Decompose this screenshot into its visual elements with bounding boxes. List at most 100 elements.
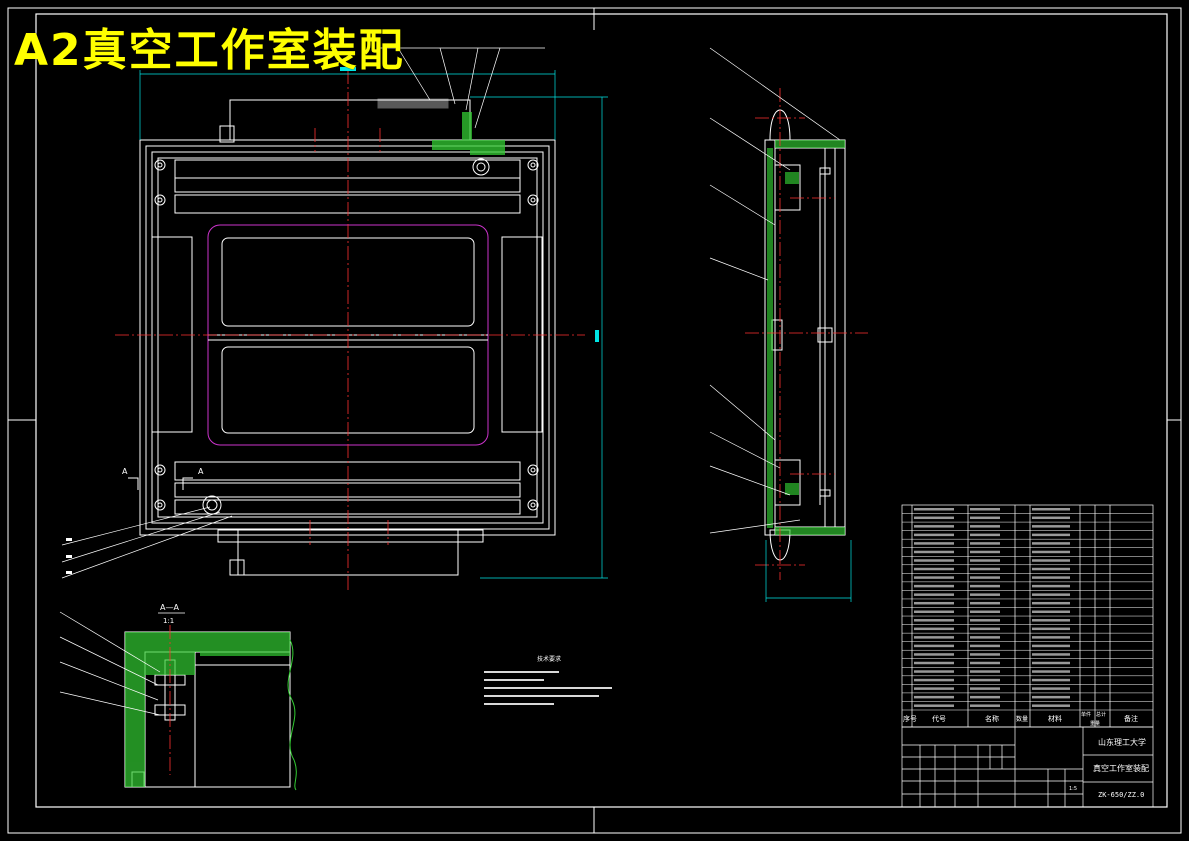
bom-cell-text xyxy=(970,567,1000,571)
bom-cell-text xyxy=(970,542,1000,545)
outer-frame xyxy=(7,7,1182,834)
bom-cell-text xyxy=(970,644,1000,648)
bom-cell-text xyxy=(914,601,954,605)
bom-cell-text xyxy=(1032,627,1070,631)
bom-header-no: 序号 xyxy=(903,714,917,723)
bom-cell-text xyxy=(1032,670,1070,673)
bom-cell-text xyxy=(970,687,1000,690)
section-aa-leaders xyxy=(59,611,161,716)
bom-header-total: 总计 xyxy=(1096,711,1106,718)
bom-cell-text xyxy=(970,508,1000,511)
bom-cell-text xyxy=(1032,678,1070,682)
bom-cell-text xyxy=(1032,704,1070,707)
front-center-lines xyxy=(115,70,585,590)
bom-cell-text xyxy=(914,687,954,690)
bom-cell-text xyxy=(914,567,954,571)
bom-cell-text xyxy=(1032,516,1070,520)
bom-header-material: 材料 xyxy=(1048,714,1062,723)
side-balloon-leaders xyxy=(709,47,841,534)
bom-cell-text xyxy=(970,670,1000,673)
side-hatch xyxy=(767,140,845,535)
centering-marks xyxy=(8,8,1181,833)
bom-cell-text xyxy=(914,627,954,631)
bom-cell-text xyxy=(970,559,1000,562)
bom-cell-text xyxy=(914,533,954,537)
bom-cell-text xyxy=(914,619,954,622)
bom-cell-text xyxy=(970,695,1000,699)
bom-cell-text xyxy=(914,670,954,673)
bom-cell-text xyxy=(970,525,1000,528)
front-view xyxy=(139,98,556,576)
bom-cell-text xyxy=(914,644,954,648)
bom-cell-text xyxy=(970,653,1000,656)
side-view xyxy=(764,109,846,561)
bom-cell-text xyxy=(1032,525,1070,528)
bom-cell-text xyxy=(1032,661,1070,665)
bom-cell-text xyxy=(914,695,954,699)
bom-cell-text xyxy=(970,636,1000,639)
bom-cell-text xyxy=(970,576,1000,579)
bom-cell-text xyxy=(914,636,954,639)
bom-cell-text xyxy=(914,610,954,613)
bom-cell-text xyxy=(1032,687,1070,690)
bom-cell-text xyxy=(1032,550,1070,554)
bom-cell-text xyxy=(1032,542,1070,545)
bom-cell-text xyxy=(1032,593,1070,596)
drawing-border xyxy=(35,13,1168,808)
bom-rows xyxy=(902,508,1153,711)
bom-cell-text xyxy=(914,593,954,596)
front-balloon-tags xyxy=(66,538,72,574)
front-green-clamp xyxy=(432,112,505,155)
section-aa-hatch xyxy=(125,632,290,787)
bom-cell-text xyxy=(970,610,1000,613)
bom-header-remark: 备注 xyxy=(1124,714,1138,723)
section-mark-a xyxy=(128,477,193,490)
drawing-name: 真空工作室装配 xyxy=(1093,763,1149,773)
bom-cell-text xyxy=(970,601,1000,605)
bom-header-name: 名称 xyxy=(985,714,999,723)
bom-cell-text xyxy=(914,584,954,588)
bom-cell-text xyxy=(914,542,954,545)
bom-cell-text xyxy=(1032,576,1070,579)
tech-requirements-title: 技术要求 xyxy=(537,655,561,663)
bom-cell-text xyxy=(914,678,954,682)
bom-cell-text xyxy=(914,653,954,656)
bom-cell-text xyxy=(914,516,954,520)
tech-requirements-lines xyxy=(484,671,612,705)
bom-cell-text xyxy=(970,533,1000,537)
side-center-lines xyxy=(745,88,868,580)
title-block xyxy=(901,726,1154,808)
bom-cell-text xyxy=(914,559,954,562)
bom-header-weight: 重量 xyxy=(1090,720,1100,727)
bom-cell-text xyxy=(1032,567,1070,571)
section-aa-scale: 1:1 xyxy=(163,617,174,625)
bom-cell-text xyxy=(970,678,1000,682)
side-dimensions xyxy=(765,540,852,602)
bom-cell-text xyxy=(914,661,954,665)
bom-cell-text xyxy=(1032,533,1070,537)
bom-cell-text xyxy=(970,550,1000,554)
drawing-number: ZK-650/ZZ.0 xyxy=(1098,791,1144,799)
front-balloon-leaders xyxy=(61,47,545,579)
bom-cell-text xyxy=(1032,610,1070,613)
bom-cell-text xyxy=(914,508,954,511)
bom-cell-text xyxy=(914,525,954,528)
bom-cell-text xyxy=(1032,653,1070,656)
bom-cell-text xyxy=(914,550,954,554)
section-letter-right: A xyxy=(198,467,204,476)
bom-cell-text xyxy=(914,576,954,579)
bom-cell-text xyxy=(970,584,1000,588)
section-letter-left: A xyxy=(122,467,128,476)
bom-cell-text xyxy=(914,704,954,707)
bom-header-unit: 单件 xyxy=(1081,711,1091,718)
drawing-title: A2真空工作室装配 xyxy=(14,25,405,76)
bom-cell-text xyxy=(970,619,1000,622)
bom-cell-text xyxy=(970,704,1000,707)
bom-cell-text xyxy=(1032,619,1070,622)
bom-header-code: 代号 xyxy=(932,714,946,723)
front-dimensions xyxy=(139,67,608,579)
bom-cell-text xyxy=(970,593,1000,596)
bom-cell-text xyxy=(970,661,1000,665)
bom-cell-text xyxy=(1032,508,1070,511)
